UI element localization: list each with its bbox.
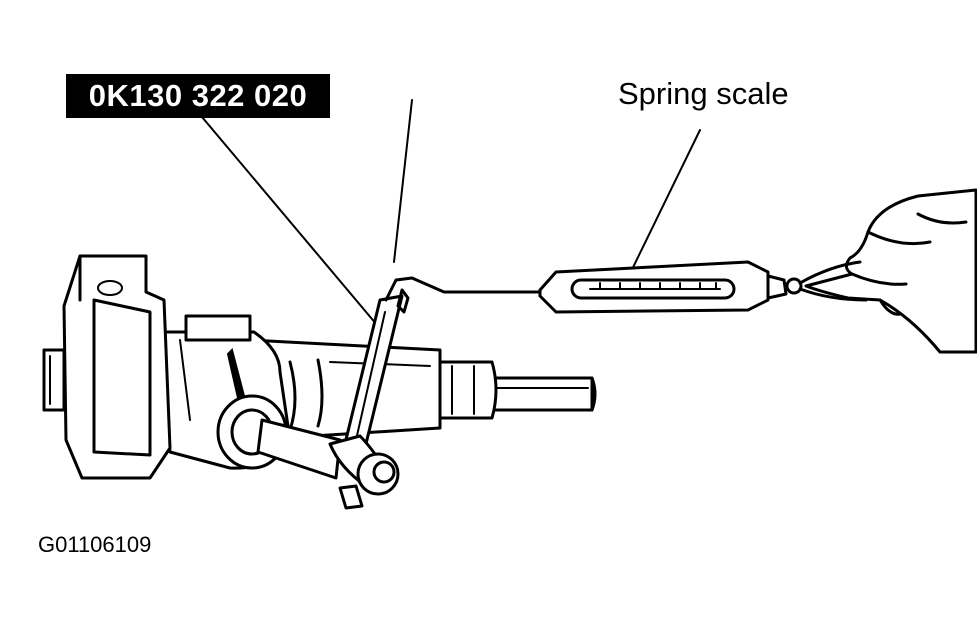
spring-scale-body xyxy=(538,260,803,314)
tool-leader-line xyxy=(201,116,378,326)
mount-bracket xyxy=(42,254,172,480)
hand-illustration xyxy=(798,188,977,354)
rod-guide-line xyxy=(393,99,413,263)
rack-nut xyxy=(436,360,498,420)
pinion-nut xyxy=(328,434,400,510)
hook-rod xyxy=(384,276,542,314)
pinion-shaft xyxy=(256,418,342,480)
figure-id-label: G01106109 xyxy=(38,532,152,557)
scale-leader-line xyxy=(621,129,701,291)
tool-number-label: 0K130 322 020 xyxy=(66,74,330,118)
spring-scale-label: Spring scale xyxy=(618,76,789,111)
